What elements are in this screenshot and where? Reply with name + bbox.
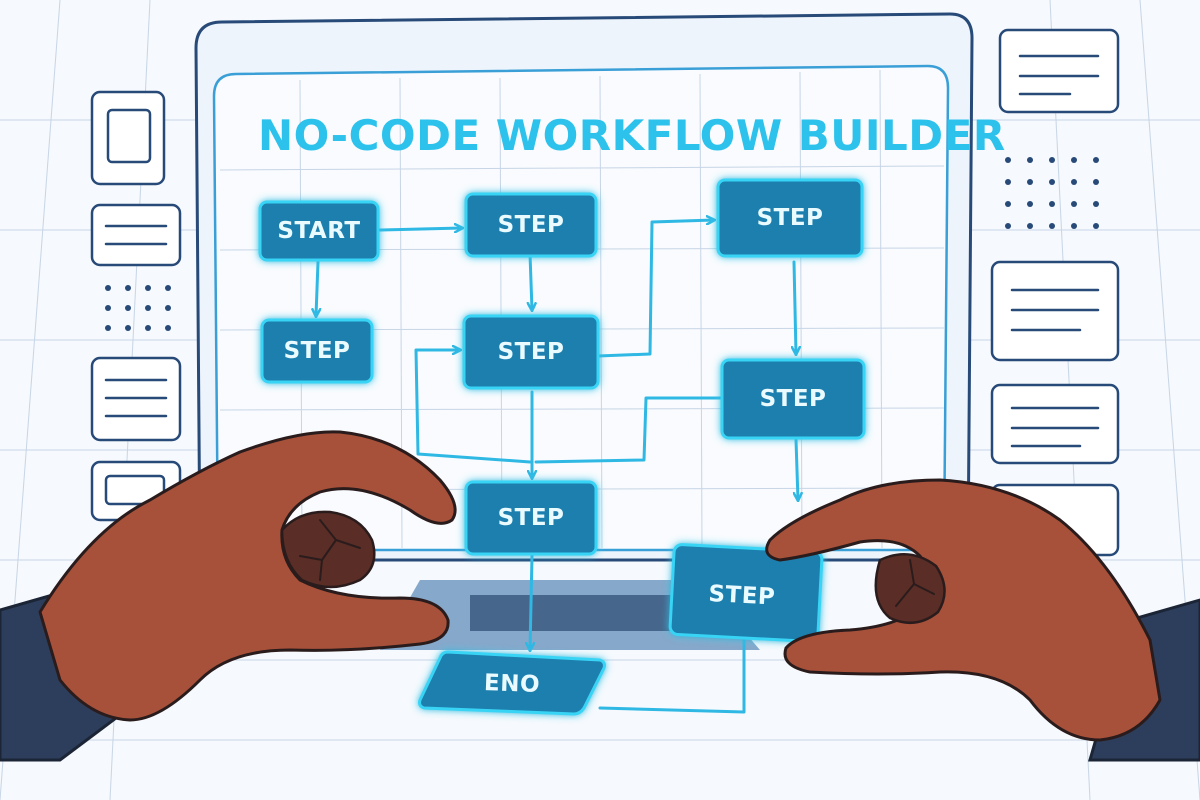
connector-arrow — [530, 252, 532, 310]
node-step-1[interactable]: STEP — [464, 192, 598, 258]
side-panel — [990, 383, 1120, 465]
dot-grid — [1005, 157, 1099, 229]
node-label: ENO — [484, 670, 541, 698]
connector-arrow — [530, 554, 532, 650]
connector-line — [598, 638, 746, 714]
workflow-nodes: START STEP STEP STEP STEP STEP STEP STE — [258, 178, 866, 716]
connector-line — [534, 396, 722, 464]
connector-arrow — [378, 228, 462, 230]
dot-grid — [105, 285, 171, 331]
side-panel-inner — [106, 108, 152, 164]
connector-arrow — [794, 260, 796, 354]
node-label: STEP — [284, 338, 351, 364]
left-hand — [0, 430, 457, 762]
side-panel — [998, 28, 1120, 114]
node-label: START — [277, 218, 360, 244]
node-step-4[interactable]: STEP — [462, 314, 600, 390]
connector-arrow — [316, 260, 318, 316]
right-hand — [765, 478, 1200, 762]
node-label: STEP — [498, 339, 565, 365]
left-side-panels — [90, 90, 182, 522]
connector-arrow — [414, 350, 532, 464]
node-step-3[interactable]: STEP — [260, 318, 374, 384]
node-step-2[interactable]: STEP — [716, 178, 864, 258]
node-step-7-dragging[interactable]: STEP — [668, 543, 824, 643]
connector-arrow — [796, 438, 798, 500]
node-label: STEP — [498, 212, 565, 238]
side-panel — [90, 203, 182, 267]
right-side-panels — [990, 28, 1120, 557]
node-step-5[interactable]: STEP — [720, 358, 866, 440]
node-label: STEP — [760, 386, 827, 412]
page-title: NO-CODE WORKFLOW BUILDER — [258, 111, 1006, 160]
node-label: STEP — [757, 205, 824, 231]
connectors — [316, 220, 798, 714]
node-start[interactable]: START — [258, 200, 380, 262]
connector-arrow — [596, 220, 714, 358]
node-end[interactable]: ENO — [418, 650, 606, 716]
node-label: STEP — [708, 581, 776, 610]
node-label: STEP — [498, 505, 565, 531]
node-step-6[interactable]: STEP — [464, 480, 598, 556]
